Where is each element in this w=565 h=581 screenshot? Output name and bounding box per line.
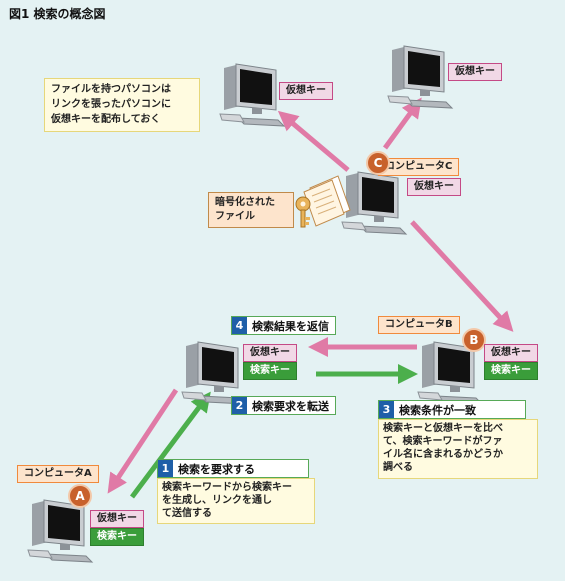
computer-b-badge: B xyxy=(462,328,486,352)
computer-a-label: コンピュータA xyxy=(17,465,99,483)
step-4-number: 4 xyxy=(232,317,247,334)
step-4-heading: 4 検索結果を返信 xyxy=(231,316,336,335)
computer-c xyxy=(341,171,407,235)
computer-top-left xyxy=(219,63,285,127)
step-4-title: 検索結果を返信 xyxy=(252,319,329,333)
step-3-description: 検索キーと仮想キーを比べ て、検索キーワードがファ イル名に含まれるかどうか 調… xyxy=(378,419,538,479)
encrypted-file-label: 暗号化された ファイル xyxy=(208,192,294,228)
virtual-key-tag-top-right: 仮想キー xyxy=(448,63,502,81)
virtual-key-tag-middle: 仮想キー xyxy=(243,344,297,362)
computer-a xyxy=(27,499,93,563)
virtual-key-tag-b: 仮想キー xyxy=(484,344,538,362)
arrow-mid-to-a-result xyxy=(107,388,179,494)
search-key-tag-a: 検索キー xyxy=(90,528,144,546)
arrow-c-to-top-left xyxy=(277,110,350,172)
computer-b-label: コンピュータB xyxy=(378,316,460,334)
search-key-tag-middle: 検索キー xyxy=(243,362,297,380)
figure-title: 図1 検索の概念図 xyxy=(9,7,106,21)
arrow-c-to-b xyxy=(410,220,514,332)
encrypted-file-icon xyxy=(303,175,351,227)
arrow-c-to-top-right xyxy=(382,97,422,150)
virtual-key-tag-a: 仮想キー xyxy=(90,510,144,528)
search-key-tag-b: 検索キー xyxy=(484,362,538,380)
step-2-title: 検索要求を転送 xyxy=(252,399,329,413)
step-1-heading: 1 検索を要求する xyxy=(157,459,309,478)
step-2-number: 2 xyxy=(232,397,247,414)
computer-top-right xyxy=(387,45,453,109)
key-icon xyxy=(295,196,311,228)
virtual-key-tag-c: 仮想キー xyxy=(407,178,461,196)
computer-middle xyxy=(181,341,247,405)
note-virtual-key-distribution: ファイルを持つパソコンは リンクを張ったパソコンに 仮想キーを配布しておく xyxy=(44,78,200,132)
virtual-key-tag-top-left: 仮想キー xyxy=(279,82,333,100)
computer-a-badge: A xyxy=(68,484,92,508)
step-1-description: 検索キーワードから検索キー を生成し、リンクを通し て送信する xyxy=(157,478,315,524)
arrow-a-to-mid-request xyxy=(129,391,211,499)
computer-c-label: コンピュータC xyxy=(378,158,460,176)
step-3-number: 3 xyxy=(379,401,394,418)
step-1-number: 1 xyxy=(158,460,173,477)
step-1-title: 検索を要求する xyxy=(178,462,255,476)
step-2-heading: 2 検索要求を転送 xyxy=(231,396,336,415)
computer-c-badge: C xyxy=(366,151,390,175)
step-3-heading: 3 検索条件が一致 xyxy=(378,400,526,419)
step-3-title: 検索条件が一致 xyxy=(399,403,476,417)
